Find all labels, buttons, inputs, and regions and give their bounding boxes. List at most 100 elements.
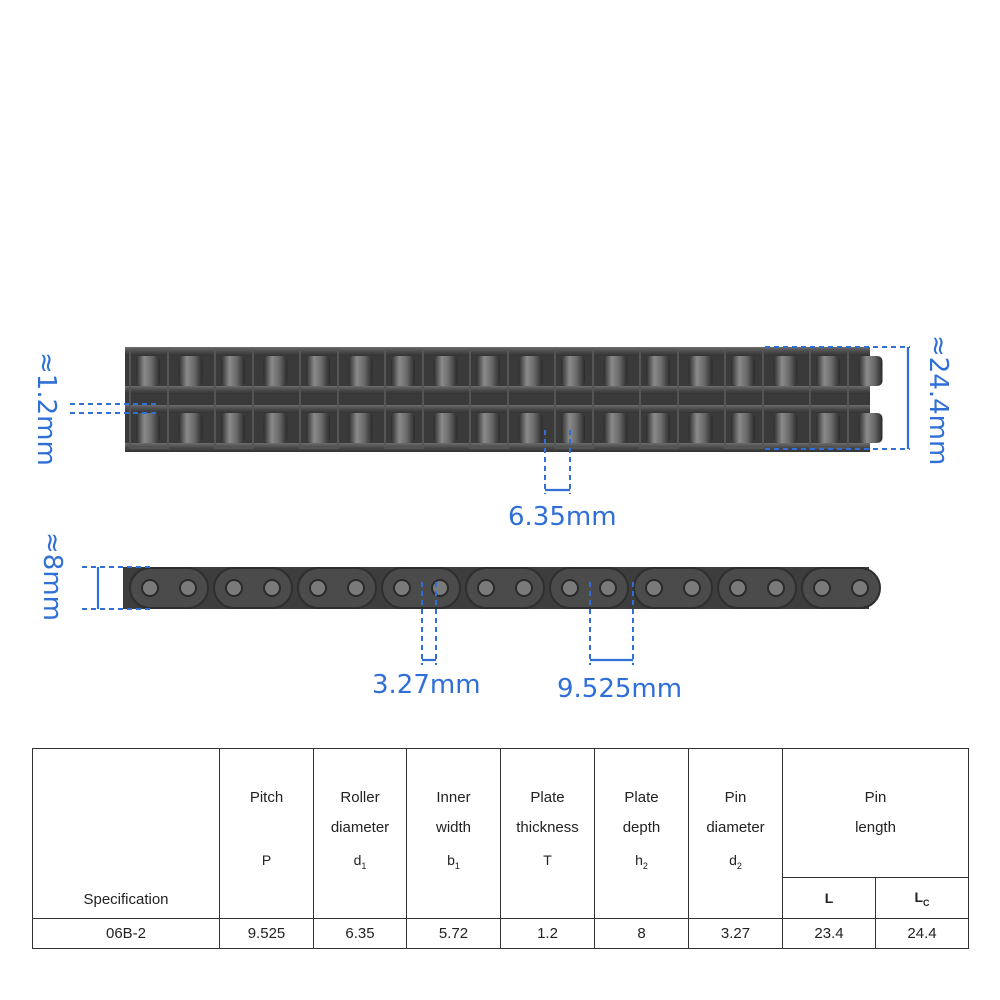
header-line: width [435,819,472,836]
roller [561,413,585,443]
pin-head [309,579,327,597]
pin-head [813,579,831,597]
header-line: Pitch [249,789,284,806]
side-link-plate [549,567,629,609]
roller [136,413,160,443]
table-subheader-row: L LC [33,877,969,919]
roller [348,356,373,386]
header-line: thickness [516,819,579,836]
twin-chain-top-view [125,347,883,452]
header-symbol: b1 [447,852,460,871]
cell-pitch: 9.525 [219,918,314,949]
table-header-row: Specification Pitch P Roller diameter d1… [32,748,969,919]
roller [561,356,585,386]
side-link-plate [213,567,293,609]
pin-head [599,579,617,597]
header-symbol: P [261,852,272,868]
side-link-plate [129,567,209,609]
cell-roller-diameter: 6.35 [313,918,407,949]
col-header-plate-depth: Plate depth h2 [594,748,689,919]
col-header-pin-length: Pin length [782,748,969,878]
header-symbol: d1 [353,852,367,871]
header-line: Pin [724,789,747,806]
cell-pin-length-L: 23.4 [782,918,876,949]
col-header-pitch: Pitch P [219,748,314,919]
dim-pin-diameter: 3.27mm [372,582,481,700]
link-plate-outline [299,349,339,449]
side-link-plate [297,567,377,609]
dim-label-twin-plate: ≈1.2mm [31,352,61,466]
subheader-L: L [782,877,876,919]
pin-head [141,579,159,597]
roller [731,413,755,443]
roller [518,413,543,443]
roller [348,413,373,443]
col-header-pin-diameter: Pin diameter d2 [688,748,783,919]
roller [603,413,628,443]
pin-head [477,579,495,597]
roller [433,356,458,386]
pin-head [851,579,869,597]
col-header-inner-width: Inner width b1 [406,748,501,919]
pin-head [515,579,533,597]
dim-pitch: 9.525mm [557,582,682,704]
header-symbol: h2 [635,852,648,871]
roller [688,356,713,386]
roller [306,413,330,443]
middle-plate-a [125,386,870,394]
pin-head [263,579,281,597]
link-plate-outline [724,349,764,449]
chain-side-view [123,567,881,609]
roller [221,356,245,386]
header-line: diameter [330,819,390,836]
roller [646,356,670,386]
cell-plate-depth: 8 [594,918,689,949]
table-row: 06B-2 9.525 6.35 5.72 1.2 8 3.27 23.4 24… [32,918,969,949]
col-header-plate-thickness: Plate thickness T [500,748,595,919]
roller [816,356,840,386]
cell-pin-length-Lc: 24.4 [875,918,969,949]
header-line: length [855,819,896,836]
roller [263,356,288,386]
link-plate-outline [214,349,254,449]
pin-head [179,579,197,597]
roller [136,356,160,386]
roller [476,413,500,443]
dim-label-twin-width: ≈24.4mm [923,335,953,465]
pin-head [431,579,449,597]
roller [391,413,415,443]
dim-plate-depth: ≈8mm [37,532,150,621]
pin-head [683,579,701,597]
pin-head [767,579,785,597]
spec-header: Specification [32,748,220,919]
side-link-plate [381,567,461,609]
roller [178,356,203,386]
dim-twin-plate: ≈1.2mm [31,352,160,466]
cell-plate-thickness: 1.2 [500,918,595,949]
header-line: Inner [436,789,471,806]
dim-twin-width: ≈24.4mm [765,335,953,465]
roller [476,356,500,386]
link-plate-outline [639,349,679,449]
rollers [129,349,883,449]
roller [731,356,755,386]
dim-label-pin-diameter: 3.27mm [372,670,481,700]
dim-label-pitch: 9.525mm [557,674,682,704]
header-line: Pin [864,789,887,806]
pin-head [561,579,579,597]
roller [858,356,883,386]
header-line: Roller [340,789,380,806]
cell-spec: 06B-2 [32,918,220,949]
roller [646,413,670,443]
subheader-Lc: LC [875,877,969,919]
dim-label-inner-width: 6.35mm [508,502,617,532]
link-plate-outline [469,349,509,449]
roller [306,356,330,386]
dim-label-plate-depth: ≈8mm [37,532,67,621]
side-links [129,567,881,609]
roller [773,356,798,386]
header-line: diameter [706,819,765,836]
header-line: Plate [530,789,565,806]
link-plate-outline [384,349,424,449]
roller [221,413,245,443]
